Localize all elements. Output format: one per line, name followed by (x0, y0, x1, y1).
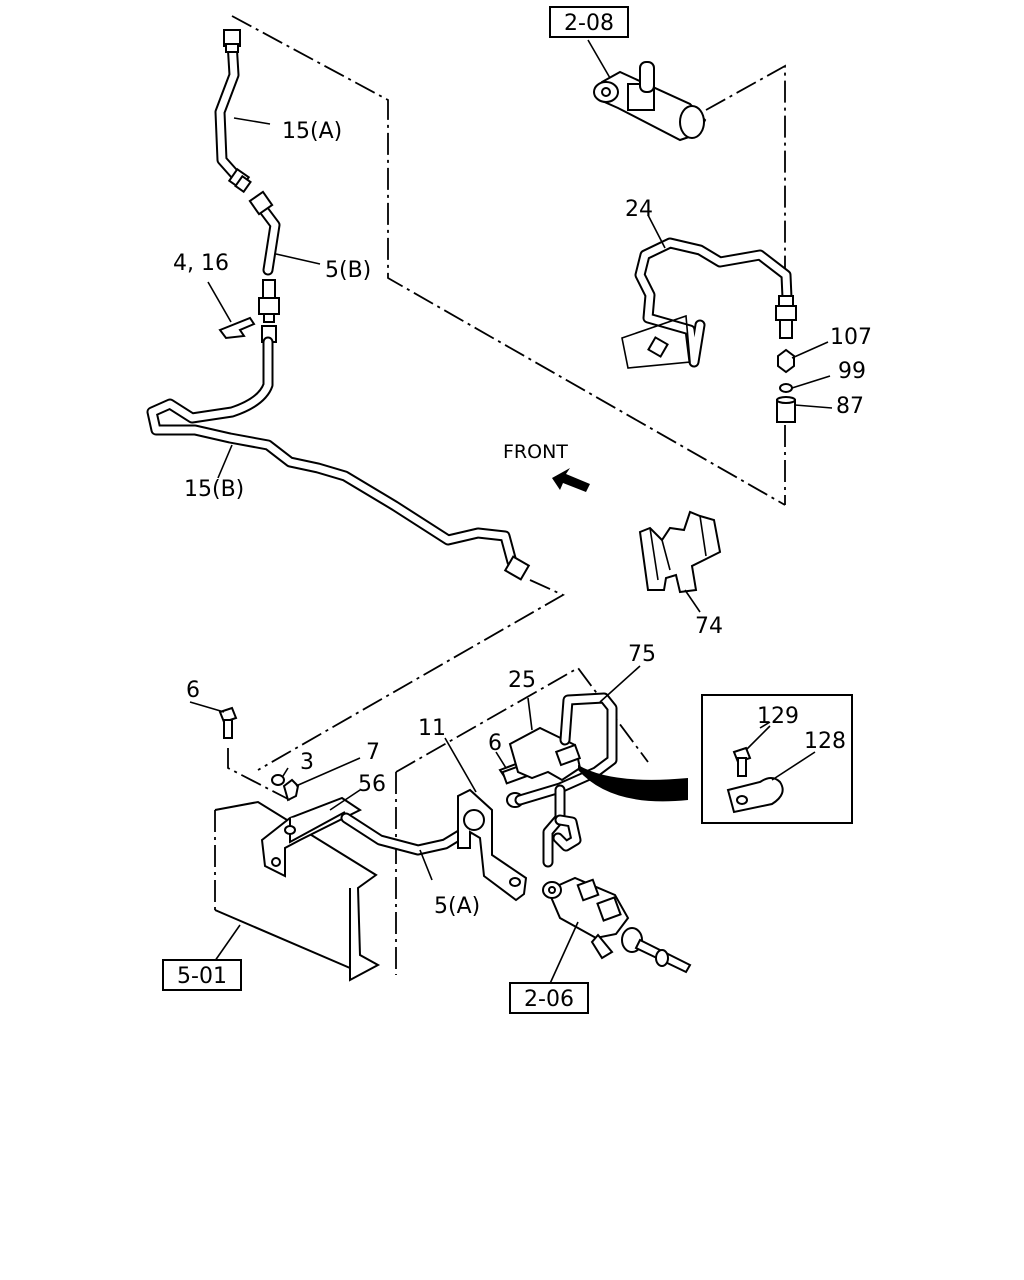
callout-5a: 5(A) (434, 894, 480, 919)
callout-15b: 15(B) (184, 477, 244, 502)
callout-128: 128 (804, 729, 846, 754)
clutch-slave-cylinder (542, 876, 692, 989)
callout-4-16: 4, 16 (173, 251, 229, 276)
bracket-11 (444, 737, 528, 902)
callout-7: 7 (366, 740, 380, 765)
pipe-75 (514, 665, 641, 868)
washer-3-nut-7 (271, 757, 361, 802)
clutch-master-cylinder (587, 39, 707, 142)
bolt-6-left (218, 706, 238, 739)
callout-15a: 15(A) (282, 119, 342, 144)
fittings-107-99-87 (775, 295, 833, 423)
callout-25: 25 (508, 668, 536, 693)
ref-label-2-08: 2-08 (564, 11, 614, 36)
pipe-15b (146, 325, 531, 581)
callout-5b: 5(B) (325, 258, 371, 283)
guide-lines (214, 15, 786, 975)
callout-107: 107 (830, 325, 872, 350)
pipe-5b (248, 190, 281, 323)
ref-box-2-06: 2-06 (509, 982, 589, 1014)
callout-24: 24 (625, 197, 653, 222)
pipe-24 (621, 214, 793, 369)
callout-6-right: 6 (488, 731, 502, 756)
callout-74: 74 (695, 614, 723, 639)
ref-box-2-08: 2-08 (549, 6, 629, 38)
bracket-56 (260, 789, 362, 878)
callout-6-left: 6 (186, 678, 200, 703)
ref-label-2-06: 2-06 (524, 987, 574, 1012)
callout-99: 99 (838, 359, 866, 384)
clip-4-16 (207, 281, 256, 340)
clip-74 (638, 510, 722, 613)
detail-pointer-arrow (578, 765, 688, 802)
front-direction-arrow (552, 468, 590, 492)
pipe-15a (214, 29, 252, 194)
ref-box-5-01: 5-01 (162, 959, 242, 991)
ref-label-5-01: 5-01 (177, 964, 227, 989)
front-label: FRONT (503, 441, 568, 463)
callout-129: 129 (757, 704, 799, 729)
callout-87: 87 (836, 394, 864, 419)
callout-leaders (189, 117, 771, 729)
pipe-5a (340, 812, 474, 881)
callout-75: 75 (628, 642, 656, 667)
callout-11: 11 (418, 716, 446, 741)
callouts: 15(A) 4, 16 5(B) 15(B) 24 107 99 87 74 7… (173, 119, 872, 919)
detail-box-clip (701, 694, 853, 824)
callout-56: 56 (358, 772, 386, 797)
callout-3: 3 (300, 750, 314, 775)
